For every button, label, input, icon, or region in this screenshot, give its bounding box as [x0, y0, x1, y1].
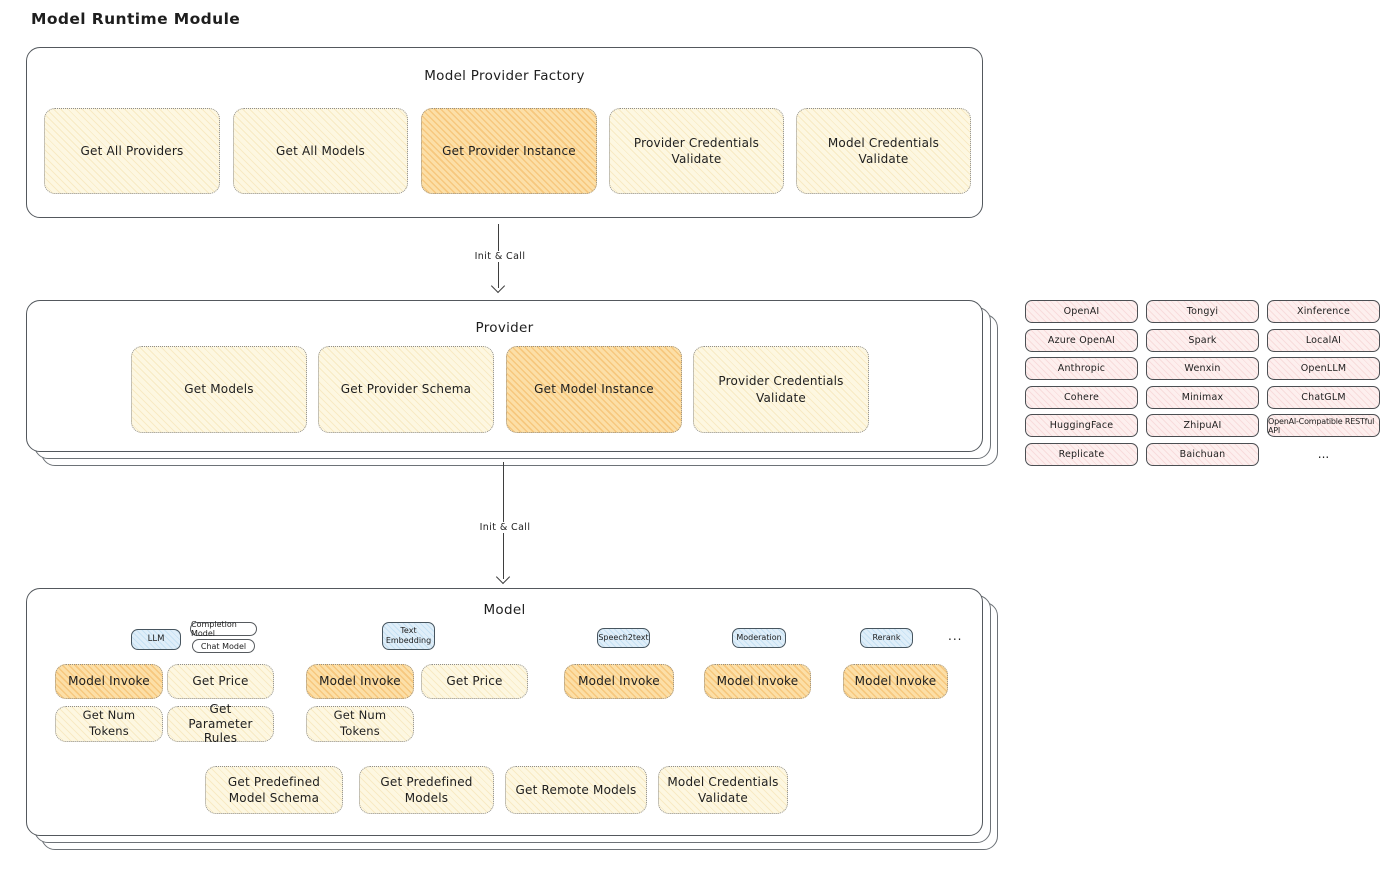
- provider-chip-zhipuai[interactable]: ZhipuAI: [1146, 414, 1259, 438]
- arrow-label-init-call: Init & Call: [474, 522, 536, 533]
- node-label: Get Model Instance: [534, 382, 654, 397]
- provider-node-provider-credentials-validate[interactable]: Provider Credentials Validate: [693, 346, 869, 433]
- provider-chip-baichuan[interactable]: Baichuan: [1146, 442, 1259, 466]
- node-label: Get Predefined Model Schema: [227, 774, 321, 805]
- provider-chip-openllm[interactable]: OpenLLM: [1267, 357, 1380, 381]
- model-node-get-predefined-models[interactable]: Get Predefined Models: [359, 766, 494, 814]
- rerank-model-invoke-node[interactable]: Model Invoke: [843, 664, 948, 699]
- flow-arrow-provider-to-model: [503, 462, 504, 579]
- node-label: Get Num Tokens: [333, 708, 387, 738]
- node-label: Model Invoke: [319, 674, 401, 689]
- provider-chip-xinference[interactable]: Xinference: [1267, 300, 1380, 323]
- model-type-tag-speech2text[interactable]: Speech2text: [597, 628, 650, 648]
- model-type-tag-llm[interactable]: LLM: [131, 629, 181, 650]
- model-types-more-ellipsis: ...: [948, 629, 963, 643]
- provider-chip-openai[interactable]: OpenAI: [1025, 300, 1138, 323]
- node-label: Model Invoke: [578, 674, 660, 689]
- provider-chip-anthropic[interactable]: Anthropic: [1025, 357, 1138, 381]
- node-label: Get Num Tokens: [82, 708, 136, 738]
- factory-node-model-credentials-validate[interactable]: Model Credentials Validate: [796, 108, 971, 194]
- factory-title: Model Provider Factory: [424, 68, 585, 84]
- provider-chip-wenxin[interactable]: Wenxin: [1146, 357, 1259, 381]
- provider-chip-replicate[interactable]: Replicate: [1025, 442, 1138, 466]
- model-type-tag-text-embedding[interactable]: Text Embedding: [382, 622, 435, 650]
- node-label: Get All Models: [276, 143, 365, 158]
- arrow-label-init-call: Init & Call: [469, 251, 531, 262]
- provider-frame[interactable]: Provider Get Models Get Provider Schema …: [26, 300, 983, 452]
- node-label: Model Invoke: [68, 674, 150, 689]
- model-node-get-remote-models[interactable]: Get Remote Models: [505, 766, 647, 814]
- text-embedding-get-price-node[interactable]: Get Price: [421, 664, 528, 699]
- node-label: Model Invoke: [854, 674, 937, 689]
- provider-node-get-model-instance[interactable]: Get Model Instance: [506, 346, 682, 433]
- node-label: Provider Credentials Validate: [718, 374, 844, 405]
- text-embedding-get-num-tokens-node[interactable]: Get Num Tokens: [306, 706, 414, 742]
- provider-chip-tongyi[interactable]: Tongyi: [1146, 300, 1259, 323]
- arrowhead-down-icon: [490, 278, 506, 294]
- model-title: Model: [483, 602, 526, 618]
- llm-get-price-node[interactable]: Get Price: [167, 664, 274, 699]
- provider-chip-spark[interactable]: Spark: [1146, 328, 1259, 352]
- provider-node-get-models[interactable]: Get Models: [131, 346, 307, 433]
- provider-chip-minimax[interactable]: Minimax: [1146, 385, 1259, 409]
- moderation-model-invoke-node[interactable]: Model Invoke: [704, 664, 811, 699]
- provider-chip-huggingface[interactable]: HuggingFace: [1025, 414, 1138, 438]
- model-type-tag-chat-model[interactable]: Chat Model: [192, 639, 255, 653]
- model-type-tag-completion-model[interactable]: Completion Model: [190, 620, 257, 638]
- node-label: Get Parameter Rules: [188, 702, 253, 746]
- provider-node-get-provider-schema[interactable]: Get Provider Schema: [318, 346, 494, 433]
- factory-node-get-all-models[interactable]: Get All Models: [233, 108, 408, 194]
- node-label: Get Provider Instance: [442, 143, 576, 158]
- node-label: Get Price: [446, 674, 503, 689]
- model-frame[interactable]: Model LLM Completion Model Chat Model Te…: [26, 588, 983, 836]
- provider-more-ellipsis: ...: [1317, 447, 1330, 462]
- provider-title: Provider: [475, 320, 534, 336]
- factory-node-get-provider-instance[interactable]: Get Provider Instance: [421, 108, 597, 194]
- factory-node-get-all-providers[interactable]: Get All Providers: [44, 108, 220, 194]
- factory-frame[interactable]: Model Provider Factory Get All Providers…: [26, 47, 983, 218]
- llm-get-num-tokens-node[interactable]: Get Num Tokens: [55, 706, 163, 742]
- provider-chip-localai[interactable]: LocalAI: [1267, 328, 1380, 352]
- node-label: Get All Providers: [80, 143, 184, 158]
- provider-chip-openai-compatible[interactable]: OpenAI-Compatible RESTful API: [1267, 414, 1380, 438]
- node-label: Get Remote Models: [515, 782, 637, 797]
- llm-get-parameter-rules-node[interactable]: Get Parameter Rules: [167, 702, 274, 745]
- node-label: Model Credentials Validate: [827, 135, 940, 166]
- llm-model-invoke-node[interactable]: Model Invoke: [55, 664, 163, 699]
- page-title: Model Runtime Module: [31, 10, 241, 28]
- node-label: Model Credentials Validate: [667, 774, 779, 805]
- node-label: Get Models: [184, 382, 254, 397]
- arrowhead-down-icon: [495, 569, 511, 585]
- provider-chip-cohere[interactable]: Cohere: [1025, 385, 1138, 409]
- node-label: Get Provider Schema: [340, 382, 472, 397]
- factory-node-provider-credentials-validate[interactable]: Provider Credentials Validate: [609, 108, 784, 194]
- model-type-tag-moderation[interactable]: Moderation: [732, 628, 786, 648]
- node-label: Get Predefined Models: [380, 774, 473, 805]
- model-node-get-predefined-model-schema[interactable]: Get Predefined Model Schema: [205, 766, 343, 814]
- provider-list: OpenAI Tongyi Xinference Azure OpenAI Sp…: [1025, 300, 1380, 466]
- provider-chip-chatglm[interactable]: ChatGLM: [1267, 385, 1380, 409]
- model-type-tag-rerank[interactable]: Rerank: [860, 628, 913, 648]
- text-embedding-model-invoke-node[interactable]: Model Invoke: [306, 664, 414, 699]
- model-node-model-credentials-validate[interactable]: Model Credentials Validate: [658, 766, 788, 814]
- speech2text-model-invoke-node[interactable]: Model Invoke: [564, 664, 674, 699]
- node-label: Provider Credentials Validate: [633, 135, 760, 166]
- node-label: Get Price: [192, 674, 249, 689]
- node-label: Model Invoke: [716, 674, 799, 689]
- provider-chip-azure-openai[interactable]: Azure OpenAI: [1025, 328, 1138, 352]
